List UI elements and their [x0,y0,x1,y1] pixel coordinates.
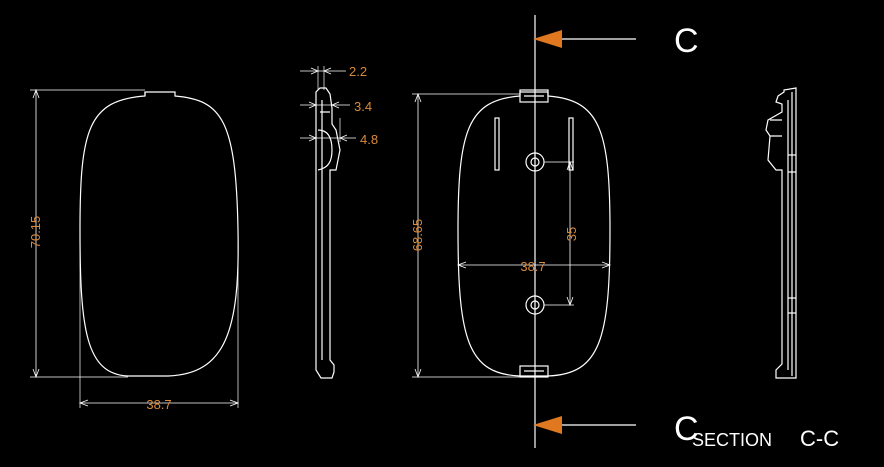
section-clip-lines [770,119,782,137]
left-slot [494,117,500,171]
front-view-outline [79,91,239,377]
dim-label-2-2: 2.2 [349,64,367,79]
dim-arrow [308,134,318,142]
dim-arrow [322,67,332,75]
hole-spacing-dimension-label: 35 [564,227,579,241]
dim-arrow [32,88,40,99]
dim-label-3-4: 3.4 [354,99,372,114]
lower-hole-inner [530,300,540,310]
section-label-word: SECTION [692,430,772,450]
front-view: 70.15 38.7 [28,88,240,412]
dim-arrow [229,399,240,407]
dim-arrow [308,101,318,109]
dim-arrow [32,368,40,379]
dim-arrow [414,92,422,103]
section-letter-top: C [674,22,699,60]
back-view: 68.65 38.7 35 C C SECTION C-C [410,15,839,451]
dim-arrow [601,261,612,269]
section-letter-bottom: C [674,410,699,448]
dim-arrow [566,296,574,307]
right-slot [568,117,574,171]
back-view-bottom-tab [519,365,549,378]
dim-label-4-8: 4.8 [360,132,378,147]
dim-arrow [78,399,89,407]
width-dimension-label: 38.7 [146,397,171,412]
section-view-profile [765,87,797,379]
height-dimension-label: 70.15 [28,216,43,249]
dim-arrow [338,134,348,142]
height-dimension-label-back: 68.65 [410,219,425,252]
dim-arrow [414,368,422,379]
side-view-clip [317,111,333,171]
section-arrow-bottom-icon [533,416,562,434]
dim-arrow [310,67,320,75]
dim-arrow [456,261,467,269]
section-arrow-top-icon [533,30,562,48]
back-view-top-tab [519,89,549,103]
section-view [765,87,797,379]
side-view-profile [315,87,341,379]
width-dimension-label-back: 38.7 [520,259,545,274]
back-view-outline [457,91,611,377]
dim-arrow [566,160,574,171]
dim-arrow [330,101,340,109]
side-view: 2.2 3.4 4.8 [300,64,378,379]
upper-hole-inner [530,157,540,167]
section-label-id: C-C [800,426,839,451]
